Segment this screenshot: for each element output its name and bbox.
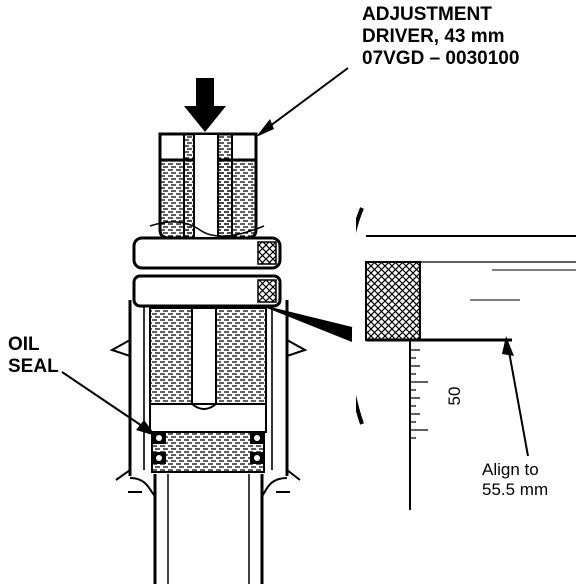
fork-slider — [109, 300, 308, 481]
scale-mark-label: 50 — [445, 387, 464, 406]
press-arrow-icon — [184, 78, 226, 132]
align-label-line-2: 55.5 mm — [482, 479, 549, 499]
oil-seal-leader-line — [61, 371, 156, 436]
adjustment-driver-label: ADJUSTMENT DRIVER, 43 mm 07VGD – 0030100 — [362, 4, 519, 70]
oil-seal-label-line-1: OIL — [8, 334, 40, 355]
tool-label-line-3: 07VGD – 0030100 — [362, 47, 520, 69]
driver-handle — [149, 132, 265, 240]
align-label: Align to 55.5 mm — [482, 460, 548, 499]
oil-seal-label: OIL SEAL — [8, 334, 59, 378]
oil-seal-label-line-2: SEAL — [8, 355, 59, 377]
driver-lower — [149, 307, 267, 433]
driver-flange-lower — [132, 274, 282, 308]
driver-flange-upper — [132, 236, 282, 270]
tool-label-line-1: ADJUSTMENT — [362, 4, 492, 25]
align-leader-line — [502, 336, 529, 457]
fork-tube — [128, 474, 290, 584]
magnify-wedge — [261, 305, 353, 342]
oil-seal — [151, 431, 265, 473]
tool-label-line-2: DRIVER, 43 mm — [362, 25, 505, 47]
scale-ruler — [410, 349, 428, 439]
align-label-line-1: Align to — [482, 460, 539, 479]
magnified-detail — [356, 207, 576, 510]
tool-leader-line — [256, 67, 349, 137]
